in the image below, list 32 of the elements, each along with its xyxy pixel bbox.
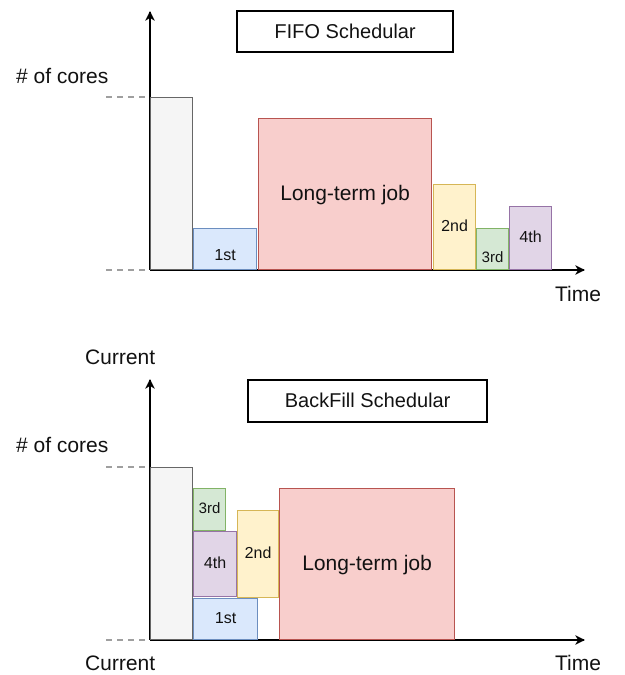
job-block xyxy=(509,206,552,270)
axis-label: Time xyxy=(555,653,601,674)
node-label: 1st xyxy=(214,610,236,628)
job-block xyxy=(279,488,455,640)
node-label: BackFill Schedular xyxy=(284,390,450,412)
job-block xyxy=(258,118,432,270)
axis-label: # of cores xyxy=(16,435,108,456)
node-label: Long-term job xyxy=(280,182,410,206)
node-label: 1st xyxy=(214,247,236,265)
node-label: 2nd xyxy=(244,545,272,563)
job-block xyxy=(433,184,476,270)
node-label: 3rd xyxy=(482,250,504,266)
job-block xyxy=(193,531,237,597)
node-label: Long-term job xyxy=(302,552,432,576)
node-label: 3rd xyxy=(198,501,220,518)
title-box xyxy=(236,10,454,53)
node-label: 4th xyxy=(519,229,542,247)
job-block xyxy=(193,598,258,640)
axis-label: Current xyxy=(85,653,156,674)
job-block xyxy=(193,488,226,531)
reserved-block xyxy=(150,97,193,270)
job-block xyxy=(237,510,279,598)
node-label: 2nd xyxy=(441,218,468,236)
reserved-block xyxy=(150,467,193,640)
axis-label: # of cores xyxy=(16,66,108,87)
job-block xyxy=(193,228,257,270)
node-label: 4th xyxy=(204,555,226,573)
axis-label: Time xyxy=(555,284,601,305)
axis-label: Current xyxy=(85,347,156,368)
node-label: FIFO Schedular xyxy=(274,20,416,42)
title-box xyxy=(247,379,488,423)
job-block xyxy=(476,228,509,270)
